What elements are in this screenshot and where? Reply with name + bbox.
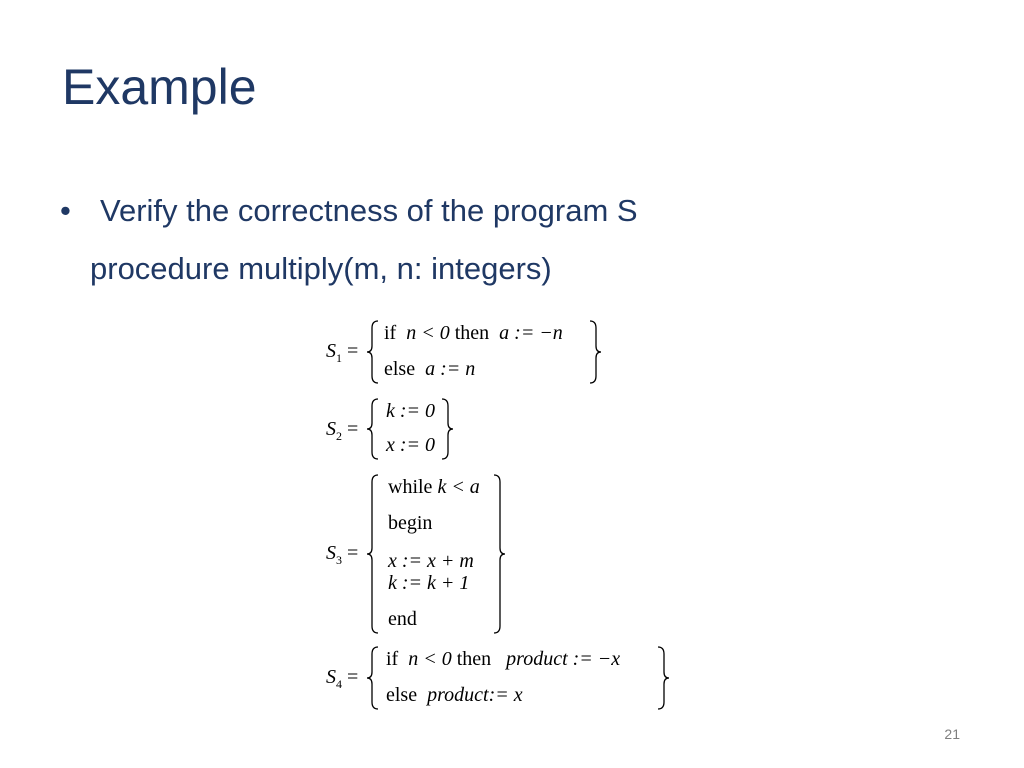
right-brace-icon: [441, 398, 454, 460]
right-brace-icon: [589, 320, 602, 384]
s3-assign-k-line: k := k + 1: [388, 572, 470, 594]
s2-line-1: k := 0: [386, 400, 436, 422]
statement-s3-label: S3 =: [326, 542, 359, 567]
statement-s1-label: S1 =: [326, 340, 359, 365]
left-brace-icon: [366, 474, 379, 634]
left-brace-icon: [366, 646, 379, 710]
statement-s3: S3 = while k < a begin x := x + m k := k…: [326, 474, 516, 634]
slide-title: Example: [62, 59, 257, 115]
bullet-dot-icon: •: [60, 193, 71, 228]
s4-if-line: if n < 0 then product := −x: [386, 648, 621, 670]
statement-s3-body: while k < a begin x := x + m k := k + 1 …: [388, 474, 508, 634]
statement-s4-label: S4 =: [326, 666, 359, 691]
bullet-text: Verify the correctness of the program S: [100, 193, 638, 228]
s3-begin-line: begin: [388, 512, 433, 534]
s4-else-line: else product:= x: [386, 684, 523, 706]
bullet-item: • Verify the correctness of the program S: [60, 192, 638, 229]
s1-else-line: else a := n: [384, 358, 476, 380]
statement-s2: S2 = k := 0 x := 0: [326, 396, 466, 462]
statement-s4: S4 = if n < 0 then product := −x else pr…: [326, 644, 676, 712]
page-number: 21: [944, 726, 960, 742]
s3-while-line: while k < a: [388, 476, 480, 498]
right-brace-icon: [657, 646, 670, 710]
statement-s1-body: if n < 0 then a := −n else a := n: [384, 318, 604, 388]
s1-if-line: if n < 0 then a := −n: [384, 322, 563, 344]
right-brace-icon: [493, 474, 506, 634]
s2-line-2: x := 0: [386, 434, 436, 456]
left-brace-icon: [366, 398, 379, 460]
statement-s2-label: S2 =: [326, 418, 359, 443]
s3-end-line: end: [388, 608, 417, 630]
statement-s2-body: k := 0 x := 0: [386, 396, 456, 462]
statement-s4-body: if n < 0 then product := −x else product…: [386, 644, 666, 712]
procedure-signature: procedure multiply(m, n: integers): [90, 251, 552, 286]
left-brace-icon: [366, 320, 379, 384]
statement-s1: S1 = if n < 0 then a := −n else a := n: [326, 318, 616, 388]
s3-assign-x-line: x := x + m: [388, 550, 474, 572]
